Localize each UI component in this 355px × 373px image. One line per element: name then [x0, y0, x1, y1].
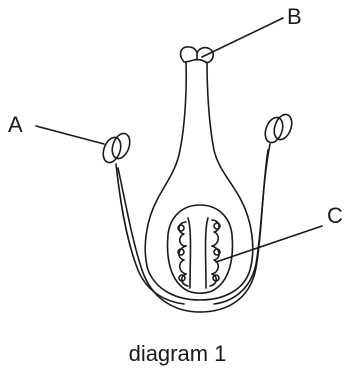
left-filament — [116, 164, 184, 304]
diagram-caption: diagram 1 — [0, 343, 355, 365]
label-a: A — [8, 114, 23, 136]
ovules-right — [206, 218, 221, 288]
leader-line-a — [36, 126, 104, 144]
ovules-left — [178, 218, 191, 288]
leader-line-b — [202, 18, 283, 57]
ovary-outer-wall — [145, 62, 253, 300]
label-b: B — [287, 6, 302, 28]
label-c: C — [327, 205, 343, 227]
right-anther — [262, 112, 295, 145]
ovary-inner-wall — [168, 205, 233, 293]
left-anther — [100, 131, 133, 165]
receptacle-curve-right — [200, 150, 268, 312]
